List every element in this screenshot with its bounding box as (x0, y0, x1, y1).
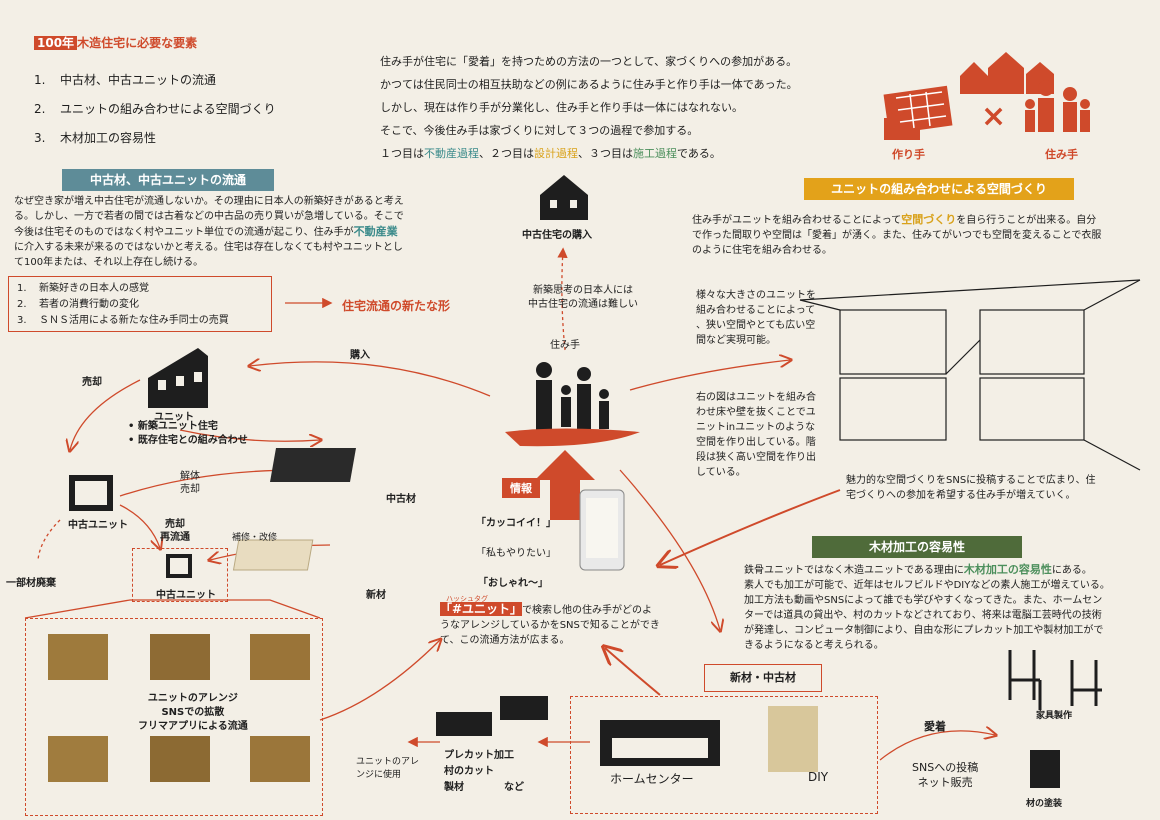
sell-label: 売却 (82, 377, 102, 388)
paint-can-icon (1030, 750, 1060, 788)
hashtag-text: 「#ユニット」で検索し他の住み手がどのよ うなアレンジしているかをSNSで知るこ… (440, 602, 660, 646)
used-house-icon (540, 175, 588, 220)
page-title: 100年木造住宅に必要な要素 (34, 34, 197, 51)
resident-label-center: 住み手 (550, 340, 580, 351)
new-wood-icon (232, 539, 314, 571)
reason-item: 3.ＳＮＳ活用による新たな住み手同士の売買 (17, 315, 229, 326)
used-unit-icon (69, 475, 113, 511)
page-title-text: 木造住宅に必要な要素 (77, 36, 198, 50)
page-title-number: 100年 (34, 36, 78, 50)
section2-side1: 様々な大きさのユニットを組み合わせることによって、狭い空間やとても広い空間など実… (696, 290, 816, 346)
arrange-tile (48, 634, 108, 680)
resident-family-icon (536, 362, 609, 434)
section2-heading: ユニットの組み合わせによる空間づくり (804, 178, 1074, 200)
arrange-tile (250, 736, 310, 782)
cross-symbol: × (981, 99, 1006, 134)
arrange-tile (150, 736, 210, 782)
element-item: 1.中古材、中古ユニットの流通 (34, 73, 217, 87)
arrange-tile (250, 634, 310, 680)
used-unit2-label: 中古ユニット (156, 590, 216, 601)
precut-labels: プレカット加工村のカット製材など (444, 750, 524, 793)
unit-label: ユニット (154, 412, 194, 423)
hashtag-ruby: ハッシュタグ (446, 595, 488, 603)
chair-icon (1008, 650, 1102, 710)
unit-combination-drawing (799, 279, 1141, 471)
quote-2: 「私もやりたい」 (476, 548, 556, 559)
paint-label: 材の塗装 (1026, 799, 1063, 809)
resell-label: 売却再流通 (160, 519, 190, 543)
reason-item: 1.新築好きの日本人の感覚 (17, 283, 149, 294)
new-wood-label: 新材 (366, 590, 386, 601)
sns-sale-label: SNSへの投稿ネット販売 (912, 761, 979, 789)
element-item: 3.木材加工の容易性 (34, 131, 157, 145)
new-form-label: 住宅流通の新たな形 (342, 299, 451, 313)
furniture-label: 家具製作 (1036, 711, 1073, 721)
reason-item: 2.若者の消費行動の変化 (17, 299, 139, 310)
used-wood-label: 中古材 (386, 494, 416, 505)
info-badge: 情報 (502, 478, 540, 498)
arrangement-box (25, 618, 323, 816)
attachment-label: 愛着 (924, 720, 946, 733)
used-house-label: 中古住宅の購入 (522, 230, 592, 241)
maker-resident-illustration: × 作り手 住み手 (883, 52, 1090, 161)
section1-text: なぜ空き家が増え中古住宅が流通しないか。その理由に日本人の新築好きがあると考え … (14, 196, 404, 268)
partial-discard-label: 一部材廃棄 (6, 578, 56, 589)
reasons-box: 1.新築好きの日本人の感覚 2.若者の消費行動の変化 3.ＳＮＳ活用による新たな… (8, 276, 272, 332)
quote-3: 「おしゃれ～」 (478, 578, 548, 589)
diy-label: DIY (808, 770, 829, 784)
used-unit2-icon (166, 554, 192, 578)
precut-icon (436, 696, 548, 736)
used-unit-label: 中古ユニット (68, 520, 128, 531)
element-list: 1.中古材、中古ユニットの流通 2.ユニットの組み合わせによる空間づくり 3.木… (34, 66, 276, 153)
arrange-tile (150, 634, 210, 680)
newbuild-note: 新築思考の日本人には中古住宅の流通は難しい (528, 285, 638, 310)
section1-heading: 中古材、中古ユニットの流通 (62, 169, 274, 191)
section2-sns: 魅力的な空間づくりをSNSに投稿することで広まり、住宅づくりへの参加を希望する住… (846, 475, 1096, 501)
section2-text: 住み手がユニットを組み合わせることによって空間づくりを自ら行うことが出来る。自分… (692, 213, 1102, 256)
purchase-label: 購入 (350, 350, 370, 361)
section3-text: 鉄骨ユニットではなく木造ユニットである理由に木材加工の容易性にある。 素人でも加… (744, 563, 1110, 651)
materials-box: 新材・中古材 (704, 664, 822, 692)
unit-bullets: • 新築ユニット住宅 • 既存住宅との組み合わせ (128, 421, 248, 446)
resident-label: 住み手 (1045, 147, 1078, 161)
maker-label: 作り手 (892, 147, 925, 161)
intro-text: 住み手が住宅に「愛着」を持つための方法の一つとして、家づくりへの参加がある。 か… (380, 55, 798, 160)
arrange-tile (48, 736, 108, 782)
used-wood-icon (270, 448, 357, 482)
home-center-label: ホームセンター (610, 772, 694, 786)
use-note: ユニットのアレンジに使用 (356, 757, 420, 780)
diy-photo (768, 706, 818, 772)
section3-heading: 木材加工の容易性 (812, 536, 1022, 558)
used-unit-frame (132, 548, 228, 602)
hashtag-badge: 「#ユニット」 (440, 602, 523, 616)
section2-side2: 右の図はユニットを組み合わせ床や壁を抜くことでユニットinユニットのような空間を… (696, 392, 816, 478)
repair-label: 補修・改修 (232, 533, 278, 543)
quote-1: 「カッコイイ！」 (476, 518, 556, 529)
home-center-box (570, 696, 878, 814)
dismantle-label: 解体売却 (180, 471, 200, 495)
element-item: 2.ユニットの組み合わせによる空間づくり (34, 102, 276, 116)
